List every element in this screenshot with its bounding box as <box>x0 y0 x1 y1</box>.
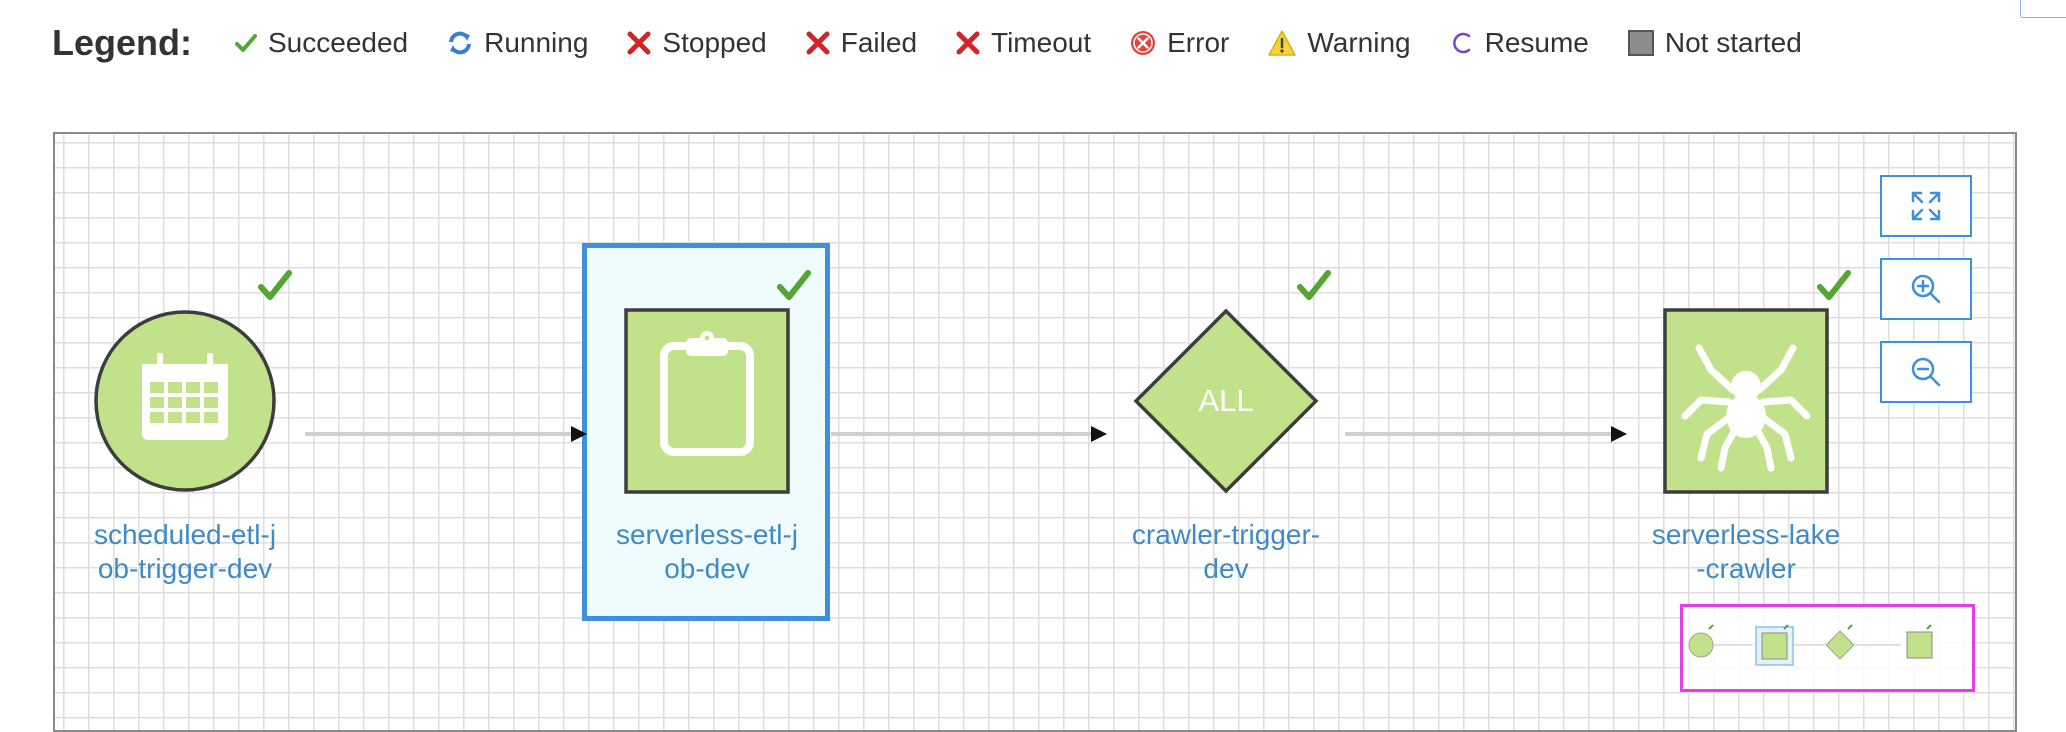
succeeded-check-icon <box>777 270 811 300</box>
graph-minimap[interactable] <box>1680 604 1975 692</box>
fit-to-screen-button[interactable] <box>1880 175 1972 237</box>
succeeded-check-icon <box>1297 270 1331 300</box>
legend-item-succeeded: Succeeded <box>234 27 408 59</box>
collapsed-panel-edge[interactable] <box>2020 0 2066 18</box>
x-icon <box>627 31 651 55</box>
legend-item-not-started: Not started <box>1627 27 1802 59</box>
calendar-icon <box>142 351 228 440</box>
node-label-scheduled-trigger[interactable]: scheduled-etl-j ob-trigger-dev <box>93 519 277 584</box>
legend-label: Timeout <box>991 27 1092 58</box>
node-label-etl-job[interactable]: serverless-etl-j ob-dev <box>615 519 799 584</box>
workflow-graph-canvas[interactable]: scheduled-etl-j ob-trigger-dev serverles… <box>53 132 2017 732</box>
zoom-out-icon <box>1911 357 1941 387</box>
succeeded-check-icon <box>258 270 292 300</box>
clipboard-icon <box>660 331 754 456</box>
node-crawler-trigger[interactable] <box>1133 308 1319 494</box>
zoom-out-button[interactable] <box>1880 341 1972 403</box>
fit-to-screen-icon <box>1911 191 1941 221</box>
error-circle-icon <box>1131 31 1156 55</box>
zoom-in-button[interactable] <box>1880 258 1972 320</box>
legend-label: Not started <box>1664 27 1802 58</box>
legend-title: Legend: <box>52 22 192 63</box>
legend-item-resume: Resume <box>1449 27 1589 59</box>
x-icon <box>956 31 980 55</box>
x-icon <box>806 31 830 55</box>
legend-item-failed: Failed <box>805 27 917 59</box>
node-label-crawler[interactable]: serverless-lake -crawler <box>1651 519 1841 584</box>
warning-triangle-icon <box>1268 30 1297 56</box>
legend-label: Warning <box>1307 27 1411 58</box>
legend-label: Stopped <box>662 27 767 58</box>
legend-item-stopped: Stopped <box>626 27 767 59</box>
node-label-crawler-trigger[interactable]: crawler-trigger- dev <box>1131 519 1321 584</box>
node-scheduled-trigger[interactable] <box>92 308 278 494</box>
legend: Legend: Succeeded Running Stopped Failed… <box>52 18 1840 68</box>
minimap-preview <box>1688 624 1933 666</box>
legend-label: Succeeded <box>268 27 409 58</box>
legend-item-running: Running <box>446 27 588 59</box>
gray-square-icon <box>1627 30 1654 56</box>
legend-label: Running <box>484 27 589 58</box>
legend-item-error: Error <box>1129 27 1229 59</box>
legend-item-timeout: Timeout <box>955 27 1091 59</box>
resume-arc-icon <box>1452 32 1470 54</box>
legend-label: Failed <box>840 27 918 58</box>
graph-edges <box>305 426 1627 442</box>
legend-label: Resume <box>1484 27 1589 58</box>
spider-icon <box>1681 344 1811 472</box>
succeeded-check-icon <box>1817 270 1851 300</box>
node-etl-job[interactable] <box>624 308 790 494</box>
checkmark-icon <box>235 34 257 52</box>
legend-label: Error <box>1167 27 1230 58</box>
legend-item-warning: Warning <box>1267 27 1411 59</box>
node-crawler[interactable] <box>1663 308 1829 494</box>
zoom-in-icon <box>1911 274 1941 304</box>
refresh-icon <box>449 31 472 55</box>
node-crawler-trigger-text: ALL <box>1198 383 1254 418</box>
